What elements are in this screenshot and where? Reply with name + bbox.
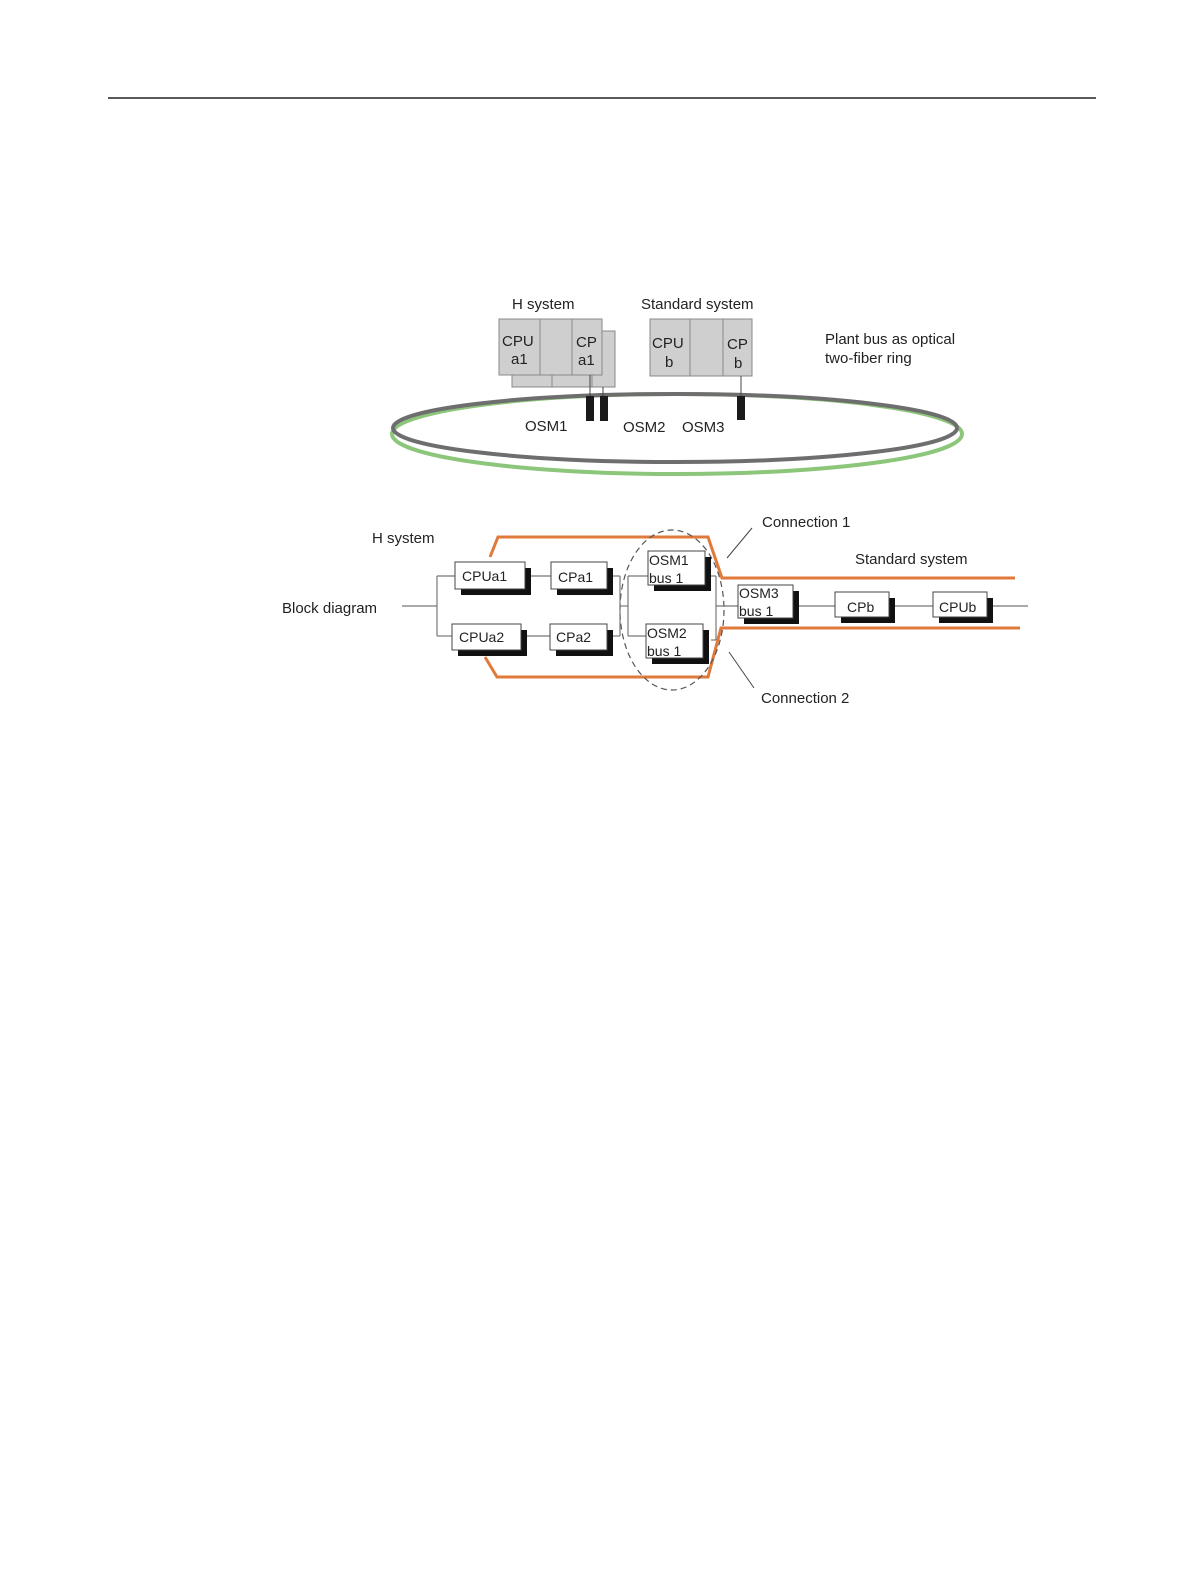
plant-bus-label: Plant bus as optical [825,331,955,348]
osm1-label: OSM1 [525,418,568,435]
cpu-b-label: CPU [652,335,684,352]
ring-gray-fiber [393,394,957,462]
osm3-label: OSM3 [682,419,725,436]
osm3-module [737,396,745,420]
connection2-label: Connection 2 [761,690,849,707]
cpub-label: CPUb [939,599,977,615]
cp-a1-sublabel: a1 [578,352,595,369]
plant-bus-sublabel: two-fiber ring [825,350,912,367]
connection2-pointer [729,652,754,688]
cpua1-label: CPUa1 [462,568,507,584]
osm2-module [600,396,608,421]
cpa1-label: CPa1 [558,569,593,585]
osm1-block-label: OSM1 [649,552,689,568]
cpu-a1-sublabel: a1 [511,351,528,368]
h-system-block-label: H system [372,530,435,547]
osm1-block-sublabel: bus 1 [649,570,683,586]
network-topology: H system Standard system CPU a1 CP a1 CP… [392,296,962,474]
osm2-block-label: OSM2 [647,625,687,641]
cpu-a1-label: CPU [502,333,534,350]
cp-b-sublabel: b [734,355,742,372]
osm3-block-sublabel: bus 1 [739,603,773,619]
cp-a1-label: CP [576,334,597,351]
connection1-label: Connection 1 [762,514,850,531]
cpua2-label: CPUa2 [459,629,504,645]
osm3-block-label: OSM3 [739,585,779,601]
standard-system-block-label: Standard system [855,551,968,568]
cpu-b-sublabel: b [665,354,673,371]
block-diagram: CPUa1 CPa1 CPUa2 CPa2 OSM1 bus 1 OSM2 bu… [282,514,1028,707]
osm1-module [586,396,594,421]
osm2-block-sublabel: bus 1 [647,643,681,659]
h-system-title: H system [512,296,575,313]
standard-system-title: Standard system [641,296,754,313]
block-diagram-label: Block diagram [282,600,377,617]
osm2-label: OSM2 [623,419,666,436]
cp-b-label: CP [727,336,748,353]
cpa2-label: CPa2 [556,629,591,645]
connection1-pointer [727,528,752,558]
cpb-label: CPb [847,599,874,615]
